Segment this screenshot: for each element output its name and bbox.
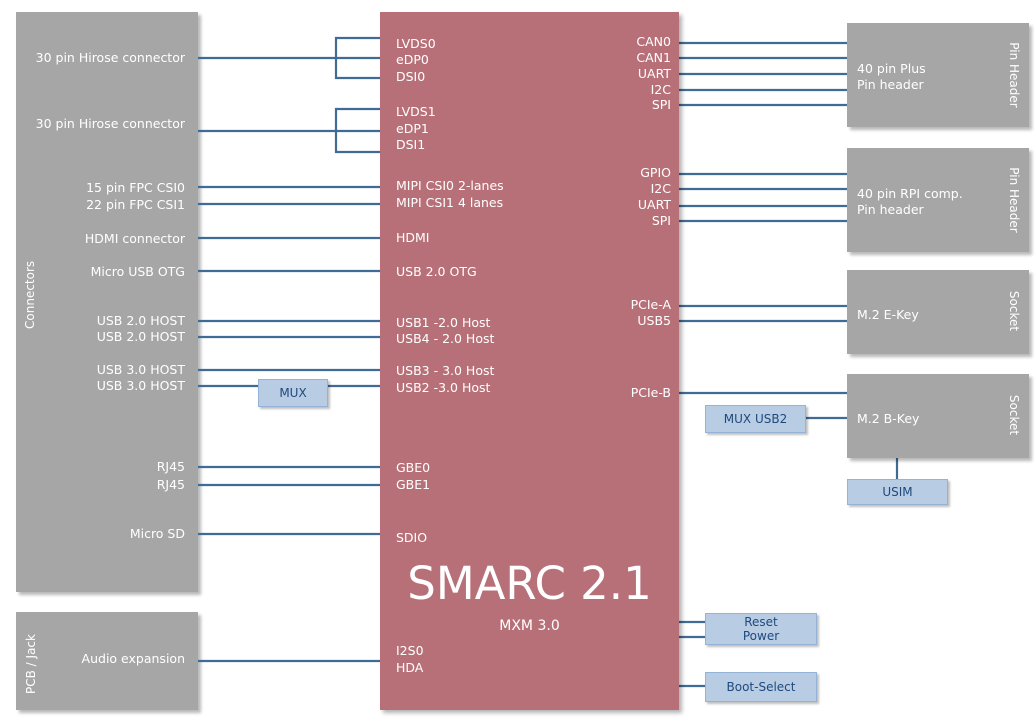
signal-csi0: MIPI CSI0 2-lanes [396, 178, 504, 193]
m2-bkey-side-label: Socket [1007, 394, 1021, 436]
plus-header-box [847, 23, 1029, 127]
label-hirose0: 30 pin Hirose connector [35, 50, 185, 65]
signal-usb-otg: USB 2.0 OTG [396, 264, 477, 279]
smarc-module [380, 12, 679, 710]
signal-lvds1: LVDS1 [396, 104, 436, 119]
signal-usb2: USB2 -3.0 Host [396, 380, 491, 395]
signal-csi1: MIPI CSI1 4 lanes [396, 195, 504, 210]
signal-spi1: SPI [651, 97, 671, 112]
signal-i2c1: I2C [650, 82, 671, 97]
signal-usb3: USB3 - 3.0 Host [396, 363, 495, 378]
signal-can1: CAN1 [636, 50, 671, 65]
m2-ekey-box [847, 270, 1029, 354]
reset-label: Reset [744, 615, 778, 629]
signal-usb4: USB4 - 2.0 Host [396, 331, 495, 346]
signal-pcie-b: PCIe-B [630, 385, 671, 400]
label-usb3-host-a: USB 3.0 HOST [96, 362, 185, 377]
module-subtitle: MXM 3.0 [499, 618, 560, 634]
label-audio-expansion: Audio expansion [81, 651, 185, 666]
signal-uart2: UART [637, 197, 671, 212]
label-usb2-host-a: USB 2.0 HOST [96, 313, 185, 328]
label-fpc-csi1: 22 pin FPC CSI1 [86, 197, 185, 212]
rpi-header-line2: Pin header [857, 202, 924, 217]
label-hdmi-connector: HDMI connector [84, 231, 185, 246]
m2-bkey-label: M.2 B-Key [857, 411, 920, 426]
signal-can0: CAN0 [636, 34, 671, 49]
signal-gpio: GPIO [640, 165, 671, 180]
signal-i2c2: I2C [650, 181, 671, 196]
plus-header-line1: 40 pin Plus [857, 61, 926, 76]
rpi-header-line1: 40 pin RPI comp. [857, 186, 963, 201]
mux-usb2-box: MUX USB2 [705, 405, 806, 433]
signal-dsi0: DSI0 [396, 69, 426, 84]
mux-box: MUX [258, 379, 328, 407]
signal-gbe1: GBE1 [396, 477, 431, 492]
signal-dsi1: DSI1 [396, 137, 426, 152]
power-label: Power [742, 629, 780, 643]
m2-bkey-box [847, 374, 1029, 458]
label-rj45-a: RJ45 [156, 459, 185, 474]
audio-panel [16, 612, 198, 710]
usim-box: USIM [847, 479, 948, 505]
label-hirose1: 30 pin Hirose connector [35, 116, 185, 131]
m2-ekey-label: M.2 E-Key [857, 307, 919, 322]
signal-usb1: USB1 -2.0 Host [396, 315, 491, 330]
signal-i2s0: I2S0 [396, 643, 424, 658]
signal-pcie-a: PCIe-A [630, 297, 671, 312]
label-micro-sd: Micro SD [129, 526, 185, 541]
plus-header-line2: Pin header [857, 77, 924, 92]
plus-header-side-label: Pin Header [1007, 42, 1021, 108]
label-rj45-b: RJ45 [156, 477, 185, 492]
signal-lvds0: LVDS0 [396, 36, 436, 51]
rpi-header-box [847, 148, 1029, 252]
label-usb3-host-b: USB 3.0 HOST [96, 378, 185, 393]
reset-power-box: Reset Power [705, 613, 817, 645]
signal-hdmi: HDMI [396, 230, 430, 245]
label-usb2-host-b: USB 2.0 HOST [96, 329, 185, 344]
signal-usb5: USB5 [637, 313, 671, 328]
connectors-panel [16, 12, 198, 592]
boot-select-box: Boot-Select [705, 672, 817, 702]
signal-edp1: eDP1 [396, 121, 429, 136]
label-micro-usb-otg: Micro USB OTG [90, 264, 185, 279]
m2-ekey-side-label: Socket [1007, 290, 1021, 332]
label-fpc-csi0: 15 pin FPC CSI0 [86, 180, 185, 195]
signal-spi2: SPI [651, 213, 671, 228]
signal-uart1: UART [637, 66, 671, 81]
rpi-header-side-label: Pin Header [1007, 167, 1021, 233]
signal-hda: HDA [396, 660, 424, 675]
signal-sdio: SDIO [396, 530, 428, 545]
signal-gbe0: GBE0 [396, 460, 431, 475]
module-title: SMARC 2.1 [407, 557, 652, 610]
signal-edp0: eDP0 [396, 52, 429, 67]
